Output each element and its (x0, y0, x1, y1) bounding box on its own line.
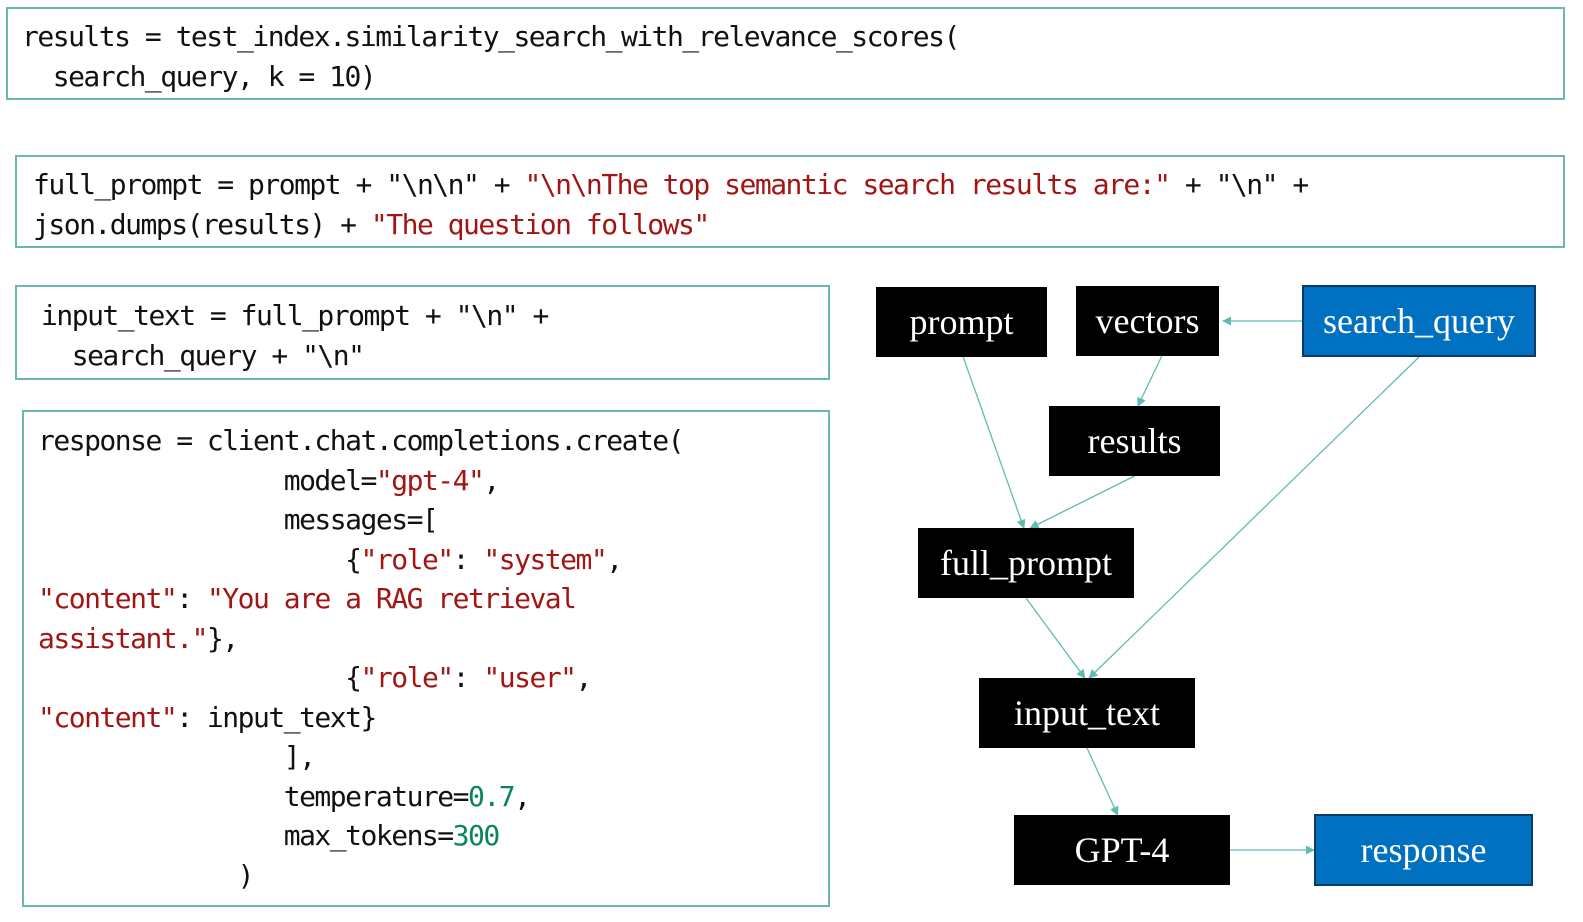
node-response: response (1314, 814, 1533, 886)
code-token: : (452, 542, 484, 576)
code-token: max_tokens= (38, 819, 454, 852)
code-string: "role" (360, 542, 455, 576)
edge-input-text-to-gpt4 (1086, 747, 1119, 816)
code-token: , (514, 779, 531, 813)
code-string: "The question follows" (370, 207, 710, 241)
code-token: , (483, 463, 500, 497)
code-line: "content": input_text} (38, 698, 828, 738)
node-vectors: vectors (1076, 286, 1219, 356)
code-token: messages=[ (38, 503, 439, 536)
code-token: input_text = full_prompt + "\n" + (41, 299, 549, 332)
node-search-query: search_query (1302, 285, 1536, 357)
code-line: "content": "You are a RAG retrieval (38, 579, 828, 619)
code-number: 300 (452, 819, 501, 852)
code-line: search_query + "\n" (41, 336, 828, 376)
code-number: 0.7 (468, 779, 516, 813)
code-token: search_query, k = 10) (22, 59, 377, 93)
node-input-text: input_text (979, 678, 1195, 748)
code-token: , (606, 542, 623, 576)
code-block-input-text: input_text = full_prompt + "\n" + search… (15, 285, 830, 380)
code-line: input_text = full_prompt + "\n" + (41, 296, 828, 336)
code-line: model="gpt-4", (38, 461, 828, 501)
code-token: , (575, 661, 593, 694)
node-gpt4: GPT-4 (1014, 815, 1230, 885)
code-string: "role" (360, 661, 455, 694)
code-block-full-prompt: full_prompt = prompt + "\n\n" + "\n\nThe… (15, 155, 1565, 248)
code-line: max_tokens=300 (38, 816, 828, 856)
edge-prompt-to-full-prompt (962, 356, 1026, 529)
code-block-similarity-search: results = test_index.similarity_search_w… (6, 7, 1565, 100)
code-line: full_prompt = prompt + "\n\n" + "\n\nThe… (33, 165, 1563, 205)
code-line: {"role": "system", (38, 540, 828, 580)
code-token: + (1169, 168, 1216, 201)
node-prompt: prompt (876, 287, 1047, 357)
code-token: ], (38, 740, 316, 773)
code-token: + (478, 168, 525, 201)
code-line: ], (38, 737, 828, 777)
code-string: "system" (483, 542, 607, 576)
code-token: ) (38, 858, 255, 892)
code-line: temperature=0.7, (38, 777, 828, 817)
code-token: { (38, 542, 362, 576)
code-block-chat-completion: response = client.chat.completions.creat… (22, 410, 830, 907)
code-token: results = test_index.similarity_search_w… (22, 20, 960, 53)
code-string: "user" (483, 661, 577, 694)
code-token: json.dumps(results) + (33, 207, 371, 241)
code-string: "You are a RAG retrieval (206, 582, 577, 615)
node-full-prompt: full_prompt (918, 528, 1134, 598)
code-line: ) (38, 856, 828, 896)
code-token: }, (206, 621, 239, 655)
code-line: assistant."}, (38, 619, 828, 659)
code-line: search_query, k = 10) (22, 57, 1563, 97)
code-token: full_prompt = prompt + (33, 168, 387, 201)
code-token: : (176, 582, 207, 615)
edge-search-query-to-input-text (1088, 356, 1420, 679)
code-token: { (38, 661, 362, 694)
code-line: json.dumps(results) + "The question foll… (33, 205, 1563, 245)
code-token: temperature= (38, 779, 470, 813)
code-string: "gpt-4" (375, 463, 485, 497)
node-results: results (1049, 406, 1220, 476)
edge-results-to-full-prompt (1029, 475, 1135, 529)
code-line: results = test_index.similarity_search_w… (22, 17, 1563, 57)
edge-vectors-to-results (1137, 355, 1163, 407)
code-token: "\n" (1215, 168, 1279, 201)
code-token: response = client.chat.completions.creat… (38, 424, 685, 457)
code-line: messages=[ (38, 500, 828, 540)
code-token: : input_text} (176, 700, 377, 734)
code-token: model= (38, 463, 378, 497)
code-string: "content" (38, 582, 178, 615)
code-token: + (1277, 168, 1309, 201)
code-string: "\n\nThe top semantic search results are… (524, 168, 1171, 201)
code-line: response = client.chat.completions.creat… (38, 421, 828, 461)
code-token: : (452, 661, 484, 694)
code-token: search_query + "\n" (41, 338, 365, 372)
code-string: assistant." (38, 621, 208, 655)
code-token: "\n\n" (386, 168, 480, 201)
code-string: "content" (38, 700, 178, 734)
edge-full-prompt-to-input-text (1025, 597, 1086, 679)
code-line: {"role": "user", (38, 658, 828, 698)
